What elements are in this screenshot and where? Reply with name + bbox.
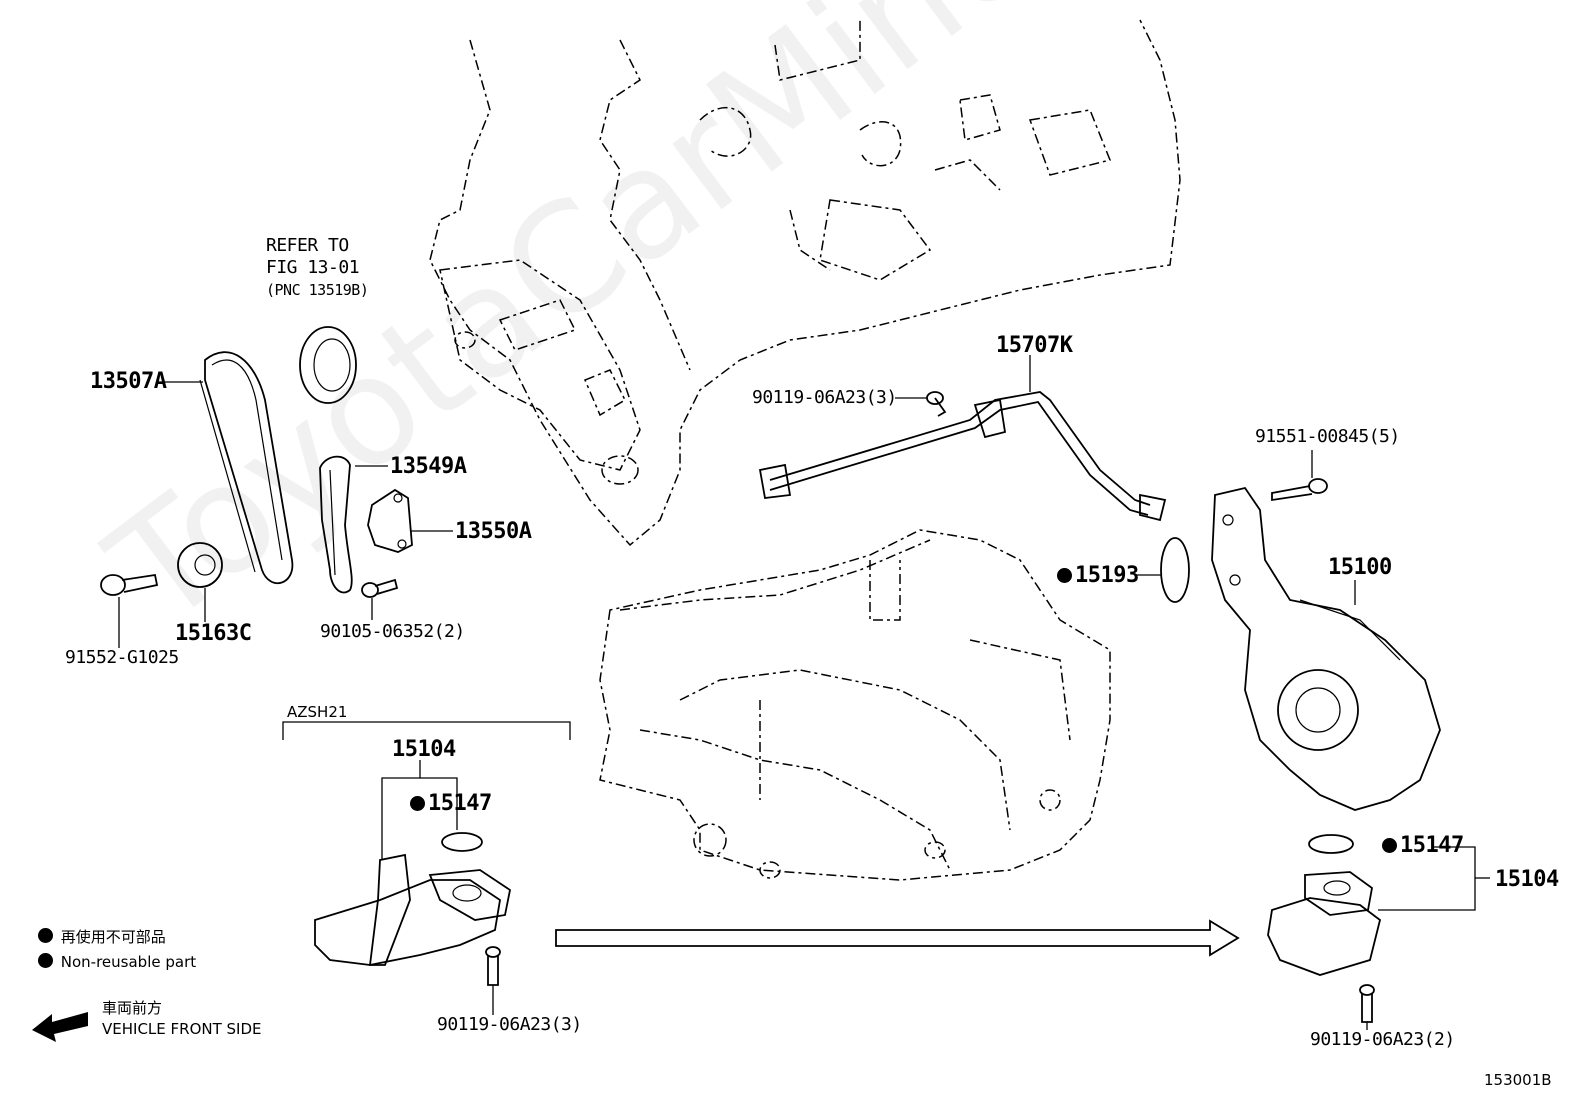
part-label-13549A: 13549A (390, 454, 467, 479)
part-label-15104-right: 15104 (1495, 867, 1559, 892)
part-label-15193: 15193 (1057, 564, 1139, 588)
chain-guide-shape (319, 455, 353, 594)
bolt-91552-shape (100, 573, 159, 596)
vehicle-front-jp: 車両前方 (102, 999, 163, 1017)
legend-jp: 再使用不可部品 (38, 927, 166, 947)
timing-chain-shape (199, 351, 294, 585)
part-label-90119-left: 90119-06A23(3) (437, 1014, 582, 1035)
non-reusable-dot-icon (38, 928, 53, 943)
oil-pump-shape (1211, 486, 1441, 811)
engine-block-outline (429, 19, 1181, 547)
part-label-13550A: 13550A (455, 519, 532, 544)
part-label-15707K: 15707K (996, 333, 1073, 358)
bolt-90119-top-shape (926, 391, 947, 417)
refer-note-line2: FIG 13-01 (266, 257, 360, 278)
leader-lines (118, 355, 1490, 1030)
vehicle-front-en: VEHICLE FRONT SIDE (102, 1020, 262, 1038)
part-label-15100: 15100 (1328, 555, 1392, 580)
bolt-91551-shape (1271, 478, 1328, 502)
part-label-90119-top: 90119-06A23(3) (752, 387, 897, 408)
non-reusable-dot-icon (410, 796, 425, 811)
part-label-15163C: 15163C (175, 621, 252, 646)
part-label-15147-left: 15147 (410, 792, 492, 816)
bolt-90105-shape (361, 578, 399, 598)
legend-en: Non-reusable part (38, 952, 196, 972)
transition-arrow-icon (555, 919, 1240, 957)
oil-strainer-left-shape (314, 853, 512, 966)
camshaft-sprocket-shape (299, 326, 357, 404)
variant-label: AZSH21 (287, 703, 348, 721)
oil-pan-outline (599, 529, 1111, 881)
part-label-90119-right: 90119-06A23(2) (1310, 1029, 1455, 1050)
non-reusable-dot-icon (1382, 838, 1397, 853)
part-label-13507A: 13507A (90, 369, 167, 394)
figure-id: 153001B (1484, 1071, 1552, 1089)
o-ring-15193-shape (1160, 537, 1190, 603)
gasket-15147-right-shape (1308, 834, 1354, 854)
gasket-15147-left-shape (441, 832, 483, 852)
bolt-90119-left-shape (485, 946, 501, 986)
oil-strainer-right-shape (1267, 871, 1382, 976)
part-label-15147-right: 15147 (1382, 834, 1464, 858)
oil-pipe-shape (758, 391, 1167, 522)
bolt-90119-right-shape (1359, 984, 1375, 1023)
refer-note-line3: (PNC 13519B) (266, 281, 369, 299)
part-label-91551-00845: 91551-00845(5) (1255, 426, 1400, 447)
part-label-91552-G1025: 91552-G1025 (65, 647, 179, 668)
non-reusable-dot-icon (38, 953, 53, 968)
non-reusable-dot-icon (1057, 568, 1072, 583)
refer-note-line1: REFER TO (266, 235, 349, 256)
part-label-90105-06352: 90105-06352(2) (320, 621, 465, 642)
crank-sprocket-shape (177, 542, 223, 588)
chain-tensioner-shape (367, 488, 413, 553)
front-arrow-icon (32, 1012, 88, 1042)
part-label-15104-left: 15104 (392, 737, 456, 762)
